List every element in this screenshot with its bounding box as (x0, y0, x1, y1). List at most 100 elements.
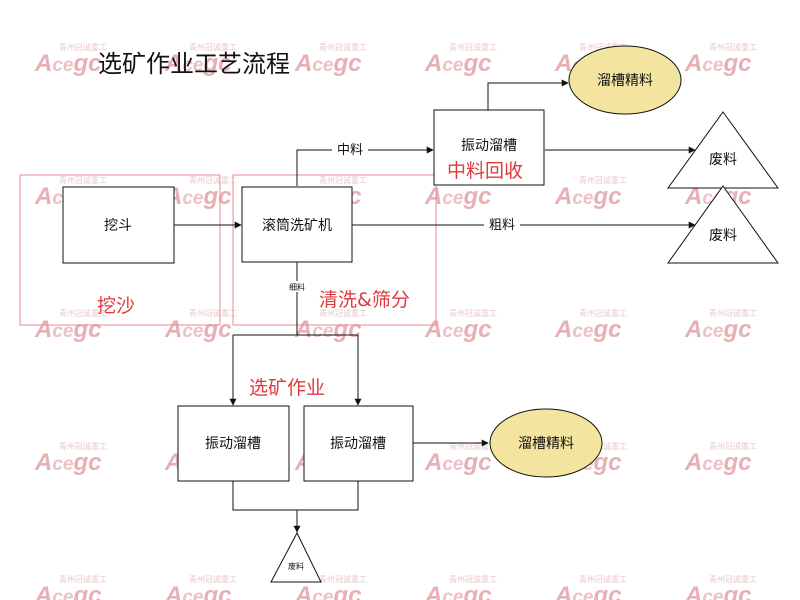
svg-text:Acegc: Acegc (684, 449, 752, 476)
region-digging (19, 174, 221, 326)
svg-text:Acegc: Acegc (294, 316, 362, 343)
svg-text:Acegc: Acegc (164, 316, 232, 343)
node-sluice-right: 振动溜槽 (303, 405, 414, 482)
edge-label-coarse: 粗料 (489, 218, 515, 233)
svg-text:Acegc: Acegc (424, 50, 492, 77)
svg-text:青州冠诚重工: 青州冠诚重工 (59, 441, 107, 451)
node-concentrate-top: 溜槽精料 (568, 45, 682, 115)
node-sluice-left: 振动溜槽 (177, 405, 290, 482)
svg-text:青州冠诚重工: 青州冠诚重工 (189, 308, 237, 318)
region-label-medium-recovery: 中料回收 (447, 160, 523, 182)
edge-medium (296, 146, 434, 186)
svg-text:Acegc: Acegc (34, 316, 102, 343)
svg-text:废料: 废料 (709, 152, 737, 168)
svg-text:溜槽精料: 溜槽精料 (597, 73, 653, 89)
svg-text:Acegc: Acegc (294, 582, 362, 600)
svg-text:青州冠诚重工: 青州冠诚重工 (189, 42, 237, 52)
svg-text:废料: 废料 (709, 228, 737, 244)
svg-text:青州冠诚重工: 青州冠诚重工 (709, 42, 757, 52)
region-label-digging: 挖沙 (97, 295, 135, 317)
svg-text:青州冠诚重工: 青州冠诚重工 (709, 308, 757, 318)
node-waste-3: 废料 (270, 531, 322, 583)
svg-text:青州冠诚重工: 青州冠诚重工 (189, 574, 237, 584)
svg-text:Acegc: Acegc (164, 582, 232, 600)
region-label-washing: 清洗&筛分 (319, 289, 410, 311)
svg-text:Acegc: Acegc (424, 449, 492, 476)
node-trommel: 滚筒洗矿机 (241, 186, 353, 263)
svg-text:溜槽精料: 溜槽精料 (518, 436, 574, 452)
svg-text:Acegc: Acegc (554, 316, 622, 343)
svg-text:挖斗: 挖斗 (104, 218, 132, 234)
svg-text:青州冠诚重工: 青州冠诚重工 (319, 574, 367, 584)
svg-text:青州冠诚重工: 青州冠诚重工 (59, 308, 107, 318)
svg-text:青州冠诚重工: 青州冠诚重工 (449, 42, 497, 52)
svg-text:青州冠诚重工: 青州冠诚重工 (319, 308, 367, 318)
svg-text:Acegc: Acegc (424, 316, 492, 343)
svg-text:Acegc: Acegc (34, 449, 102, 476)
node-sluice-top: 振动溜槽 (433, 109, 545, 186)
svg-text:Acegc: Acegc (684, 316, 752, 343)
svg-text:Acegc: Acegc (684, 50, 752, 77)
svg-text:青州冠诚重工: 青州冠诚重工 (449, 441, 497, 451)
page-title: 选矿作业工艺流程 (98, 50, 290, 78)
svg-text:Acegc: Acegc (424, 183, 492, 210)
svg-text:Acegc: Acegc (34, 50, 102, 77)
svg-text:青州冠诚重工: 青州冠诚重工 (319, 42, 367, 52)
svg-text:振动溜槽: 振动溜槽 (205, 436, 261, 452)
svg-text:青州冠诚重工: 青州冠诚重工 (59, 175, 107, 185)
watermark-layer: 青州冠诚重工Acegc青州冠诚重工Acegc青州冠诚重工Acegc青州冠诚重工A… (34, 42, 757, 600)
svg-text:Acegc: Acegc (294, 50, 362, 77)
merge-bar (232, 481, 359, 511)
edge-label-medium: 中料 (337, 143, 363, 158)
svg-text:Acegc: Acegc (684, 582, 752, 600)
svg-text:振动溜槽: 振动溜槽 (330, 436, 386, 452)
svg-text:废料: 废料 (288, 561, 304, 571)
svg-text:Acegc: Acegc (34, 582, 102, 600)
edge-label-fine: 细料 (289, 282, 305, 292)
svg-text:青州冠诚重工: 青州冠诚重工 (579, 308, 627, 318)
svg-text:滚筒洗矿机: 滚筒洗矿机 (262, 217, 332, 234)
node-excavator: 挖斗 (62, 186, 175, 264)
node-concentrate-bottom: 溜槽精料 (489, 408, 603, 478)
svg-text:Acegc: Acegc (554, 183, 622, 210)
svg-text:青州冠诚重工: 青州冠诚重工 (579, 574, 627, 584)
svg-text:青州冠诚重工: 青州冠诚重工 (189, 175, 237, 185)
svg-text:青州冠诚重工: 青州冠诚重工 (449, 308, 497, 318)
svg-text:青州冠诚重工: 青州冠诚重工 (579, 42, 627, 52)
svg-text:青州冠诚重工: 青州冠诚重工 (709, 441, 757, 451)
svg-text:青州冠诚重工: 青州冠诚重工 (319, 175, 367, 185)
svg-text:Acegc: Acegc (424, 582, 492, 600)
svg-text:青州冠诚重工: 青州冠诚重工 (449, 574, 497, 584)
svg-text:青州冠诚重工: 青州冠诚重工 (709, 574, 757, 584)
svg-text:Acegc: Acegc (554, 582, 622, 600)
svg-text:青州冠诚重工: 青州冠诚重工 (59, 42, 107, 52)
region-washing (232, 174, 437, 326)
svg-text:青州冠诚重工: 青州冠诚重工 (579, 441, 627, 451)
region-label-beneficiation: 选矿作业 (249, 377, 325, 399)
svg-text:青州冠诚重工: 青州冠诚重工 (579, 175, 627, 185)
svg-text:振动溜槽: 振动溜槽 (461, 138, 517, 154)
svg-text:青州冠诚重工: 青州冠诚重工 (59, 574, 107, 584)
